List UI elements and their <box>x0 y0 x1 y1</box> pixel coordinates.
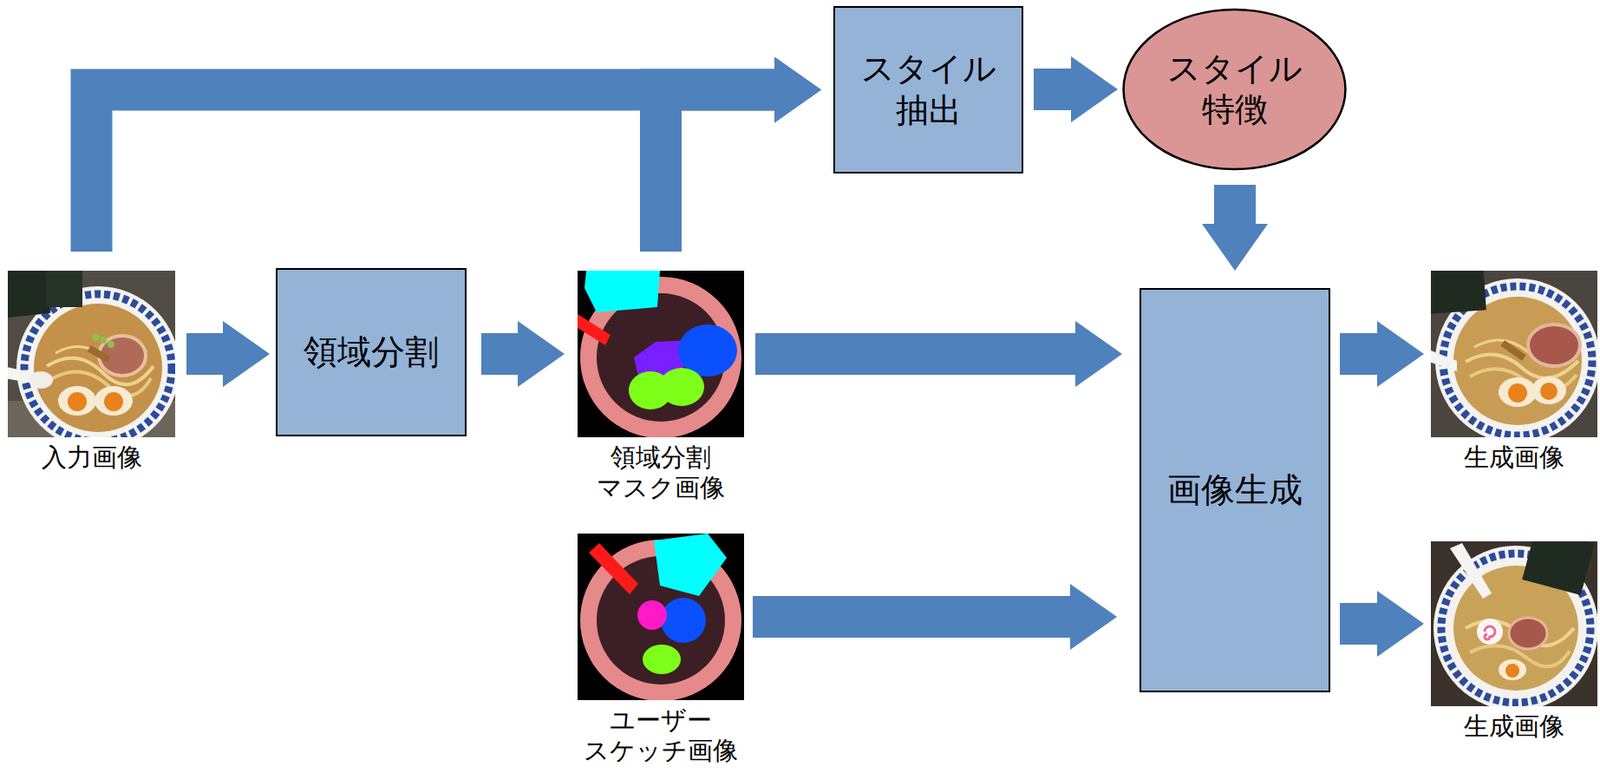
generated-photo-part <box>1449 542 1492 599</box>
generated-photo <box>1430 270 1598 438</box>
mask-image-part <box>584 270 660 313</box>
generated-photo-part <box>1484 626 1496 640</box>
ramen-photo-part <box>33 303 163 432</box>
sketch-image <box>577 533 745 700</box>
generated-photo-part <box>1430 348 1457 372</box>
image-frame <box>577 533 745 700</box>
image-frame <box>1430 541 1598 706</box>
generated-photo-part <box>1500 339 1526 361</box>
block-arrow <box>481 333 520 375</box>
block-arrow <box>186 333 225 375</box>
node-label: 画像生成 <box>1167 469 1303 512</box>
image-caption: 領域分割 マスク画像 <box>577 442 745 503</box>
mask-image <box>577 270 745 438</box>
ramen-photo-part <box>7 270 51 319</box>
ramen-photo-part <box>94 385 133 416</box>
ramen-photo-part <box>87 345 112 363</box>
image-caption: 生成画像 <box>1430 442 1598 473</box>
generated-photo-part <box>1498 659 1527 680</box>
process-box: 領域分割 <box>275 267 467 437</box>
ellipse-outline <box>1122 7 1347 171</box>
block-arrow <box>91 90 778 253</box>
block-arrow <box>1339 602 1379 645</box>
image-caption: ユーザー スケッチ画像 <box>577 705 745 766</box>
process-box: スタイル 抽出 <box>833 6 1024 174</box>
ramen-photo-part <box>99 336 107 344</box>
process-box: 画像生成 <box>1139 287 1331 693</box>
block-arrow <box>752 595 1072 638</box>
label-block: 領域分割 <box>303 331 439 374</box>
mask-image-part <box>577 313 611 346</box>
generated-photo-part <box>1505 663 1520 678</box>
generated-photo-part <box>1498 377 1537 407</box>
sketch-image-part <box>642 644 681 674</box>
ramen-photo-part <box>91 333 99 341</box>
sketch-image-part <box>588 542 639 595</box>
generated-photo-part <box>1540 382 1558 400</box>
ramen-photo-part <box>104 391 124 412</box>
ramen-photo-part <box>45 270 83 307</box>
generated-photo-part <box>1528 324 1581 366</box>
image-node: 生成画像 <box>1430 270 1598 473</box>
block-arrow <box>1214 184 1256 226</box>
image-caption: 生成画像 <box>1430 711 1598 742</box>
feature-ellipse: スタイル 特徴 <box>1122 7 1347 171</box>
image-frame <box>7 270 176 438</box>
generated-photo-part <box>1521 541 1595 595</box>
sketch-image-part <box>577 533 745 700</box>
generated-photo <box>1430 541 1598 706</box>
caption-block: 入力画像 <box>7 442 176 473</box>
ramen-photo-part <box>67 391 87 412</box>
caption-block: 生成画像 <box>1430 442 1598 473</box>
mask-image-part <box>659 367 705 406</box>
image-node: 入力画像 <box>7 270 176 473</box>
sketch-image-part <box>660 597 706 643</box>
image-node: 生成画像 <box>1430 541 1598 742</box>
image-frame <box>1430 270 1598 438</box>
generated-photo-part <box>1430 270 1487 314</box>
block-arrow <box>660 90 777 253</box>
label-block: スタイル 特徴 <box>1151 48 1318 131</box>
node-label: スタイル 抽出 <box>843 48 1013 131</box>
caption-block: ユーザー スケッチ画像 <box>577 705 745 766</box>
image-node: 領域分割 マスク画像 <box>577 270 745 503</box>
generated-photo-part <box>1531 376 1567 405</box>
sketch-image-part <box>637 600 667 630</box>
caption-block: 生成画像 <box>1430 711 1598 742</box>
image-node: ユーザー スケッチ画像 <box>577 533 745 766</box>
generated-photo-part <box>1508 383 1528 403</box>
generated-photo-part <box>1508 617 1548 649</box>
node-label: スタイル 特徴 <box>1151 48 1318 131</box>
ramen-photo-part <box>24 293 172 438</box>
block-arrow <box>1033 68 1073 111</box>
ellipse-shape <box>1123 9 1346 170</box>
ramen-photo-part <box>107 340 115 348</box>
image-caption: 入力画像 <box>7 442 176 473</box>
ramen-photo <box>7 270 176 438</box>
sketch-image-part <box>653 533 727 596</box>
label-block: 画像生成 <box>1167 469 1303 512</box>
node-label: 領域分割 <box>303 331 439 374</box>
block-arrow <box>755 333 1078 375</box>
ramen-photo-part <box>58 385 97 416</box>
caption-block: 領域分割 マスク画像 <box>577 442 745 503</box>
block-arrow <box>1339 333 1379 375</box>
generated-photo-part <box>1453 296 1582 425</box>
generated-photo-part <box>1476 618 1503 645</box>
mask-image-part <box>577 270 745 438</box>
label-block: スタイル 抽出 <box>843 48 1013 131</box>
image-frame <box>577 270 745 438</box>
ramen-photo-part <box>28 371 53 389</box>
